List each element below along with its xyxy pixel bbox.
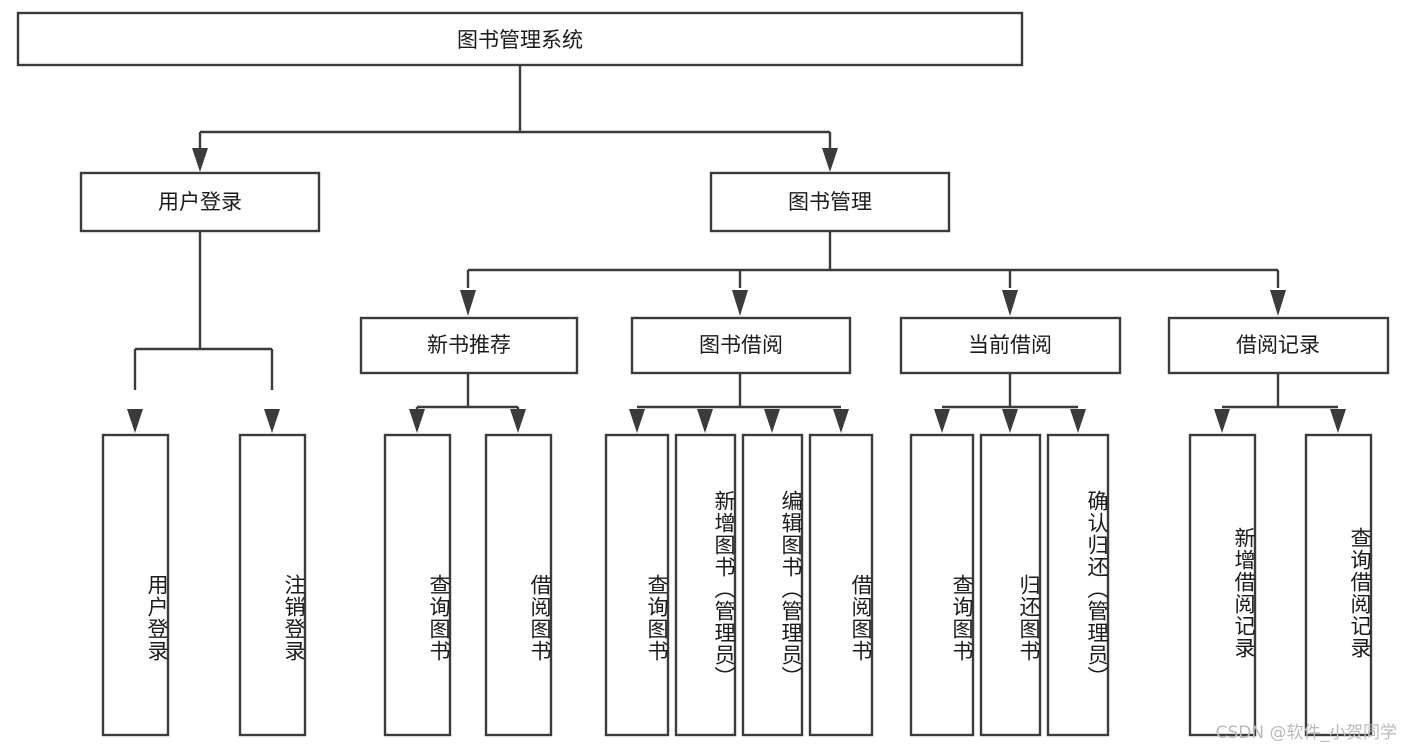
- node-leaf-book-borrow-3-box[interactable]: [741, 433, 804, 737]
- arrow-head-leaf-user-login-1: [127, 409, 143, 433]
- connector-group-book-borrow: [629, 373, 849, 433]
- connector-group-book-manage: [460, 231, 1286, 316]
- arrow-head-leaf-user-login-2: [264, 409, 280, 433]
- connector-group-root: [192, 65, 838, 172]
- arrow-head-user-login: [192, 148, 208, 172]
- node-current-borrow-label: 当前借阅: [968, 333, 1052, 357]
- node-book-manage-box[interactable]: [709, 171, 951, 233]
- arrow-head-leaf-new-book-2: [510, 409, 526, 433]
- node-borrow-record-box[interactable]: [1167, 316, 1390, 375]
- arrow-head-leaf-book-borrow-2: [697, 409, 713, 433]
- arrow-head-current-borrow: [1002, 290, 1018, 316]
- node-user-login[interactable]: 用户登录: [79, 171, 321, 233]
- node-root[interactable]: 图书管理系统: [16, 11, 1024, 67]
- node-leaf-new-book-2-box[interactable]: [484, 433, 553, 737]
- node-leaf-current-borrow-1-box[interactable]: [909, 433, 975, 737]
- node-leaf-user-login-1-box[interactable]: [101, 433, 170, 737]
- node-book-borrow-box[interactable]: [630, 316, 852, 375]
- node-new-book-recommend-label: 新书推荐: [427, 333, 511, 357]
- node-user-login-box[interactable]: [79, 171, 321, 233]
- node-leaf-book-borrow-1-box[interactable]: [604, 433, 670, 737]
- node-leaf-current-borrow-3-box[interactable]: [1046, 433, 1110, 737]
- arrow-head-leaf-book-borrow-1: [629, 409, 645, 433]
- arrow-head-leaf-current-borrow-3: [1070, 409, 1086, 433]
- node-borrow-record-label: 借阅记录: [1236, 333, 1320, 357]
- arrow-head-leaf-book-borrow-4: [833, 409, 849, 433]
- arrow-head-leaf-book-borrow-3: [764, 409, 780, 433]
- connector-group-current-borrow: [934, 373, 1086, 433]
- node-user-login-label: 用户登录: [158, 190, 242, 214]
- connector-group-user-login: [127, 231, 280, 433]
- node-leaf-borrow-record-2-box[interactable]: [1304, 433, 1373, 737]
- node-leaf-borrow-record-1-box[interactable]: [1188, 433, 1257, 737]
- arrow-head-borrow-record: [1270, 290, 1286, 316]
- node-book-manage-label: 图书管理: [788, 190, 872, 214]
- arrow-head-leaf-new-book-1: [409, 409, 425, 433]
- node-new-book-recommend-box[interactable]: [359, 316, 579, 375]
- arrow-head-leaf-borrow-record-2: [1330, 409, 1346, 433]
- node-leaf-book-borrow-4-box[interactable]: [808, 433, 874, 737]
- node-current-borrow[interactable]: 当前借阅: [899, 316, 1122, 375]
- node-leaf-current-borrow-2-box[interactable]: [979, 433, 1042, 737]
- arrow-head-leaf-current-borrow-2: [1002, 409, 1018, 433]
- watermark-label: CSDN @软件_小贺同学: [1215, 723, 1397, 743]
- connector-group-new-book: [409, 373, 526, 433]
- arrow-head-new-book: [460, 290, 476, 316]
- node-new-book-recommend[interactable]: 新书推荐: [359, 316, 579, 375]
- arrow-head-leaf-borrow-record-1: [1214, 409, 1230, 433]
- node-book-borrow-label: 图书借阅: [699, 333, 783, 357]
- node-leaf-book-borrow-2-box[interactable]: [674, 433, 737, 737]
- connector-group-borrow-record: [1214, 373, 1346, 433]
- node-root-label: 图书管理系统: [457, 28, 583, 52]
- node-book-manage[interactable]: 图书管理: [709, 171, 951, 233]
- node-leaf-new-book-1-box[interactable]: [383, 433, 452, 737]
- node-book-borrow[interactable]: 图书借阅: [630, 316, 852, 375]
- arrow-head-book-borrow: [732, 290, 748, 316]
- node-root-box[interactable]: [16, 11, 1024, 67]
- arrow-head-leaf-current-borrow-1: [934, 409, 950, 433]
- node-borrow-record[interactable]: 借阅记录: [1167, 316, 1390, 375]
- arrow-head-book-manage: [822, 148, 838, 172]
- node-leaf-user-login-2-box[interactable]: [238, 433, 307, 737]
- node-current-borrow-box[interactable]: [899, 316, 1122, 375]
